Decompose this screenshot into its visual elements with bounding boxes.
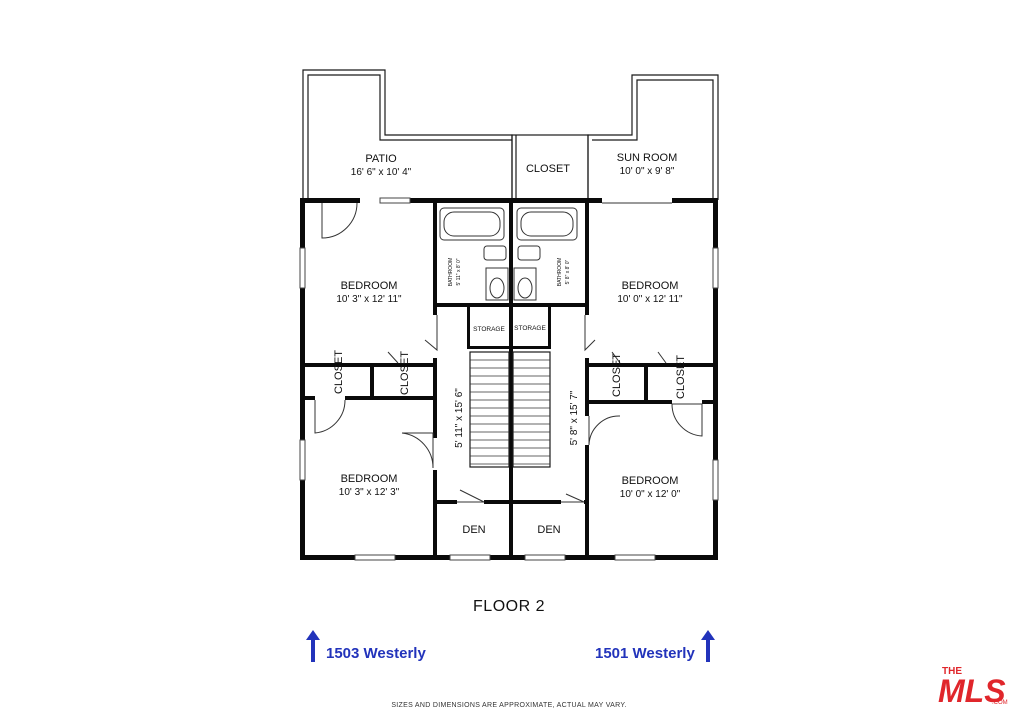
address-right: 1501 Westerly xyxy=(595,630,715,662)
den-r-name: DEN xyxy=(537,524,560,536)
disclaimer: SIZES AND DIMENSIONS ARE APPROXIMATE, AC… xyxy=(391,702,627,709)
storage-r-name: STORAGE xyxy=(514,325,546,332)
bathroom-r-name: BATHROOM xyxy=(557,258,563,287)
bedroom-ur-dims: 10' 0" x 12' 11" xyxy=(617,294,683,305)
patio-name: PATIO xyxy=(365,153,397,165)
windows xyxy=(299,197,719,561)
address-left-label: 1503 Westerly xyxy=(326,645,426,662)
closet-r2-name: CLOSET xyxy=(675,355,687,399)
the-mls-logo: THE MLS .COM xyxy=(938,666,1008,706)
hall-r-dims: 5' 8" x 15' 7" xyxy=(569,390,580,445)
bedroom-lr-dims: 10' 0" x 12' 0" xyxy=(620,489,681,500)
closet-r1-name: CLOSET xyxy=(611,353,623,397)
up-arrow-icon xyxy=(306,630,320,662)
bedroom-ur-name: BEDROOM xyxy=(622,280,679,292)
closet-top-name: CLOSET xyxy=(526,163,570,175)
bedroom-lr-name: BEDROOM xyxy=(622,475,679,487)
bathroom-r-dims: 5' 8" x 8' 0" xyxy=(565,259,571,284)
walls xyxy=(300,198,718,560)
closet-l1-name: CLOSET xyxy=(333,350,345,394)
address-left: 1503 Westerly xyxy=(306,630,426,662)
sunroom-name: SUN ROOM xyxy=(617,152,678,164)
closet-l2-name: CLOSET xyxy=(399,351,411,395)
sunroom-dims: 10' 0" x 9' 8" xyxy=(620,166,675,177)
stairs xyxy=(469,351,551,468)
bathroom-fixtures xyxy=(439,207,578,301)
logo-main: MLS xyxy=(938,673,1006,706)
floor-title: FLOOR 2 xyxy=(473,598,545,615)
bedroom-ll-dims: 10' 3" x 12' 3" xyxy=(339,487,400,498)
storage-l-name: STORAGE xyxy=(473,326,505,333)
logo-top: THE xyxy=(942,666,962,677)
sunroom-outline xyxy=(587,74,719,200)
patio-outline xyxy=(302,69,513,200)
hall-l-dims: 5' 11" x 15' 6" xyxy=(454,388,465,448)
room-labels: PATIO 16' 6" x 10' 4" CLOSET SUN ROOM 10… xyxy=(333,152,687,536)
bathroom-l-name: BATHROOM xyxy=(448,258,454,287)
den-l-name: DEN xyxy=(462,524,485,536)
logo-sub: .COM xyxy=(992,700,1008,706)
address-right-label: 1501 Westerly xyxy=(595,645,695,662)
doors xyxy=(314,202,703,503)
bedroom-ll-name: BEDROOM xyxy=(341,473,398,485)
bathroom-l-dims: 5' 11" x 8' 0" xyxy=(456,258,462,285)
patio-dims: 16' 6" x 10' 4" xyxy=(351,167,412,178)
bedroom-ul-dims: 10' 3" x 12' 11" xyxy=(336,294,402,305)
bedroom-ul-name: BEDROOM xyxy=(341,280,398,292)
up-arrow-icon xyxy=(700,630,715,662)
